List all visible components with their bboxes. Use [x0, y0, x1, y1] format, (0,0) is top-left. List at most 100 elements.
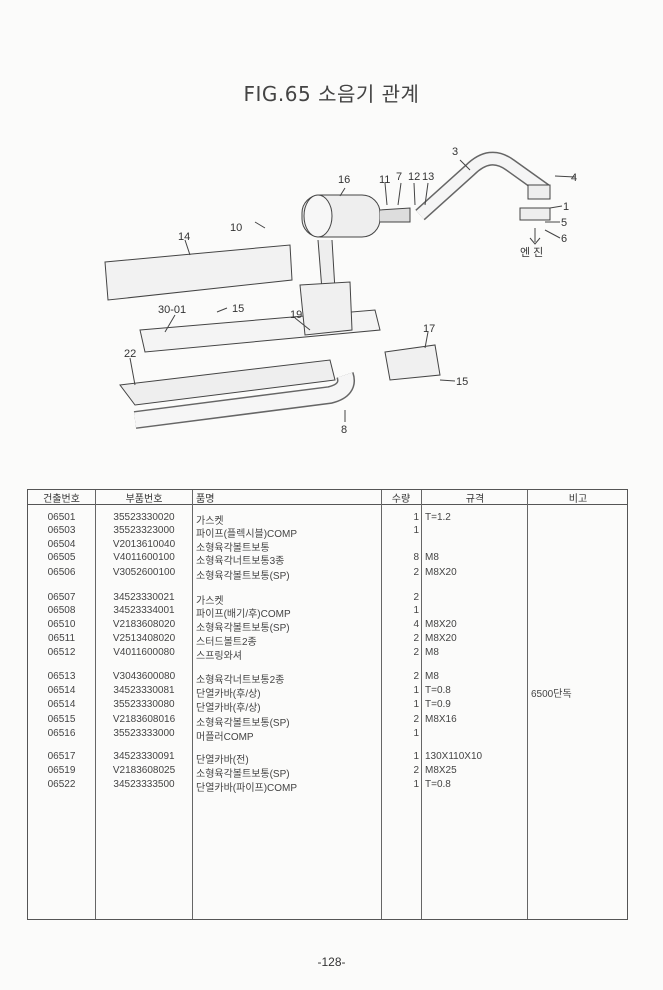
cell-spec: T=0.9	[425, 699, 451, 710]
cell-part-no: V2183608016	[112, 714, 176, 725]
cell-part-name: 단열카바(후/상)	[196, 689, 261, 700]
table-row: 06516 35523333000 머플러COMP 1	[28, 728, 627, 743]
header-part-no: 부품번호	[125, 494, 163, 505]
cell-ref-no: 06514	[47, 685, 76, 696]
table-row: 06511 V2513408020 스터드볼트2종 2 M8X20	[28, 633, 627, 648]
cell-part-no: 34523330021	[113, 592, 175, 603]
cell-part-name: 소형육각볼트보통(SP)	[196, 718, 290, 729]
cell-spec: T=0.8	[425, 779, 451, 790]
cell-part-no: 35523333000	[113, 728, 175, 739]
engine-label: 엔 진	[520, 246, 543, 259]
cell-qty: 1	[413, 685, 419, 696]
cell-part-no: 35523330080	[113, 699, 175, 710]
cell-part-no: 34523334001	[113, 605, 175, 616]
cell-ref-no: 06505	[47, 552, 76, 563]
callout-1: 1	[563, 201, 569, 213]
callout-16: 16	[338, 174, 350, 186]
cell-ref-no: 06506	[47, 567, 76, 578]
cell-part-no: 35523323000	[113, 525, 175, 536]
cell-part-name: 단열카바(전)	[196, 755, 249, 766]
cell-part-name: 소형육각볼트보통(SP)	[196, 623, 290, 634]
cell-part-name: 소형육각볼트보통(SP)	[196, 769, 290, 780]
header-spec: 규격	[465, 494, 485, 505]
cell-part-name: 소형육각볼트보통(SP)	[196, 571, 290, 582]
callout-8: 8	[341, 424, 347, 436]
cell-spec: M8X20	[425, 633, 457, 644]
cell-qty: 1	[413, 512, 419, 523]
cell-spec: T=1.2	[425, 512, 451, 523]
callout-30-01: 30-01	[158, 304, 186, 316]
callout-3: 3	[452, 146, 458, 158]
muffler-assembly-diagram: 16 11 7 12 13 3 4 1 5 6 엔 진 10 14 30-01 …	[104, 146, 577, 436]
cell-part-no: 34523333500	[113, 779, 175, 790]
callout-10: 10	[230, 222, 242, 234]
cell-ref-no: 06516	[47, 728, 76, 739]
cell-part-no: V2183608020	[112, 619, 176, 630]
header-part-name: 품명	[196, 494, 215, 505]
cell-qty: 2	[413, 647, 419, 658]
cell-qty: 2	[413, 633, 419, 644]
cell-qty: 2	[413, 567, 419, 578]
cell-qty: 2	[413, 671, 419, 682]
table-row: 06505 V4011600100 소형육각너트보통3종 8 M8	[28, 552, 627, 567]
cell-spec: M8	[425, 552, 439, 563]
cell-part-name: 머플러COMP	[196, 732, 254, 743]
cell-ref-no: 06503	[47, 525, 76, 536]
cell-spec: T=0.8	[425, 685, 451, 696]
callout-15: 15	[232, 303, 244, 315]
cell-part-name: 스터드볼트2종	[196, 637, 257, 648]
cell-qty: 1	[413, 699, 419, 710]
header-remarks: 비고	[568, 494, 588, 505]
cell-ref-no: 06501	[47, 512, 76, 523]
cell-spec: M8	[425, 671, 439, 682]
table-row: 06504 V2013610040 소형육각볼트보통	[28, 539, 627, 554]
cell-part-name: 소형육각볼트보통	[196, 543, 270, 554]
cell-part-no: 34523330091	[113, 751, 175, 762]
cell-spec: M8X16	[425, 714, 457, 725]
cell-ref-no: 06511	[47, 633, 76, 644]
cell-qty: 2	[413, 765, 419, 776]
callout-22: 22	[124, 348, 136, 360]
cell-qty: 1	[413, 605, 419, 616]
cell-part-no: V2183608025	[112, 765, 176, 776]
cell-remarks: 6500단독	[531, 689, 572, 700]
callout-4: 4	[571, 172, 577, 184]
cell-ref-no: 06510	[47, 619, 76, 630]
callout-11: 11	[379, 174, 390, 186]
callout-17: 17	[423, 323, 435, 335]
cell-ref-no: 06512	[47, 647, 76, 658]
cell-part-name: 가스켓	[196, 596, 224, 607]
cell-part-no: V4011600100	[113, 552, 175, 563]
cell-ref-no: 06507	[47, 592, 76, 603]
cell-part-no: V2013610040	[112, 539, 176, 550]
cell-qty: 8	[413, 552, 419, 563]
cell-spec: M8X20	[425, 567, 457, 578]
cell-part-name: 소형육각너트보통3종	[196, 556, 285, 567]
cell-qty: 1	[413, 751, 419, 762]
cell-ref-no: 06504	[47, 539, 76, 550]
cell-part-name: 단열카바(후/상)	[196, 703, 261, 714]
callout-14: 14	[178, 231, 190, 243]
callout-19: 19	[290, 309, 302, 321]
callout-12: 12	[408, 171, 420, 183]
callout-6: 6	[561, 233, 567, 245]
cell-qty: 1	[413, 728, 419, 739]
cell-part-no: V2513408020	[112, 633, 176, 644]
table-row: 06514 35523330080 단열카바(후/상) 1 T=0.9	[28, 699, 627, 714]
cell-ref-no: 06514	[47, 699, 76, 710]
cell-ref-no: 06515	[47, 714, 76, 725]
cell-part-name: 단열카바(파이프)COMP	[196, 783, 298, 794]
cell-ref-no: 06522	[47, 779, 76, 790]
